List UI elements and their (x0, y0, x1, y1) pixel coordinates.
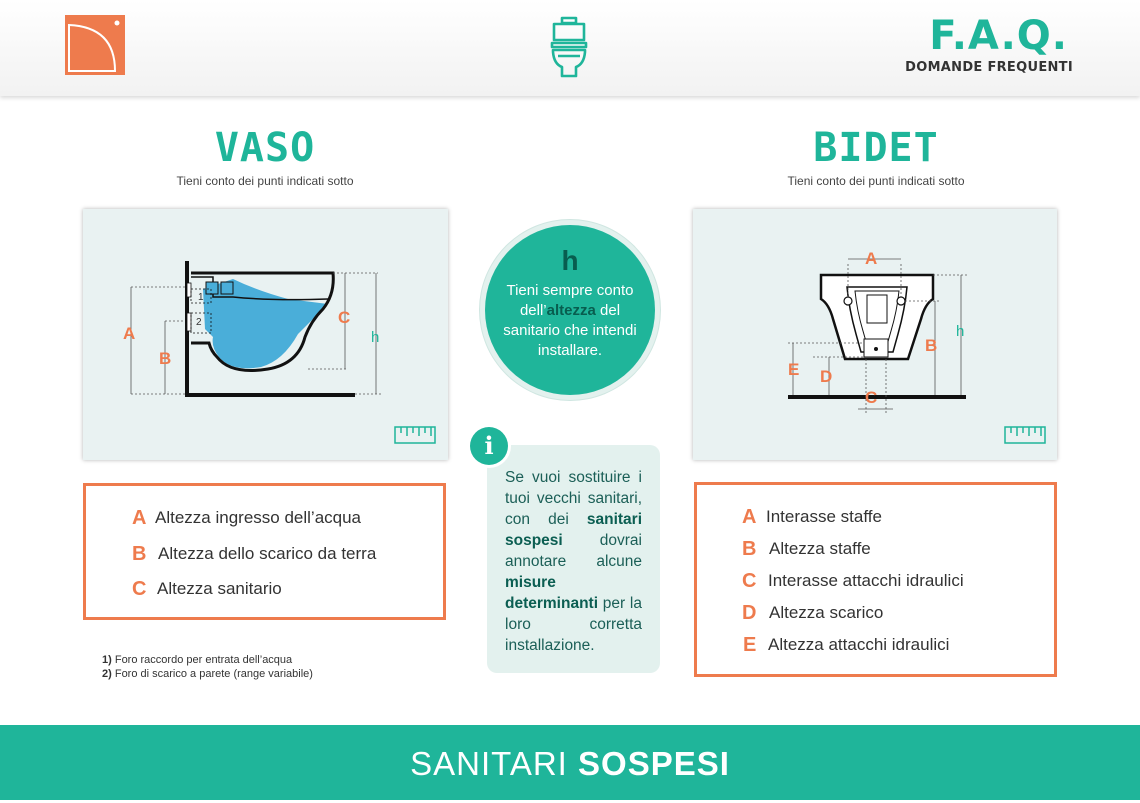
vaso-note-1: 1) Foro raccordo per entrata dell’acqua (102, 653, 292, 667)
legend-letter: C (132, 578, 147, 600)
legend-text: Interasse attacchi idraulici (768, 571, 964, 590)
bidet-label-d: D (820, 367, 832, 386)
quarter-circle-logo-icon (65, 15, 125, 75)
bidet-title: BIDET (813, 125, 939, 171)
legend-letter: A (132, 507, 147, 529)
legend-letter: B (132, 543, 147, 565)
info-text-part: per la loro corretta installazione. (505, 595, 642, 654)
info-text-part: dovrai annotare alcune (505, 532, 642, 570)
bidet-diagram: A B C D E h (693, 209, 1057, 460)
legend-letter: D (742, 602, 757, 624)
bidet-label-a: A (865, 249, 877, 268)
vaso-label-b: B (159, 349, 171, 368)
legend-text: Interasse staffe (766, 507, 882, 526)
legend-letter: C (742, 570, 757, 592)
legend-letter: A (742, 506, 757, 528)
toilet-icon (550, 16, 588, 78)
legend-text: Altezza sanitario (157, 579, 282, 598)
height-tip-circle: h Tieni sempre conto dell’altezza del sa… (485, 225, 655, 395)
footer-banner: SANITARI SOSPESI (0, 725, 1140, 800)
bidet-subtitle: Tieni conto dei punti indicati sotto (787, 174, 965, 188)
header: F.A.Q. DOMANDE FREQUENTI (0, 0, 1140, 96)
faq-title: F.A.Q. (929, 13, 1068, 59)
height-tip-text-part: del sanitario che intendi installare. (503, 302, 637, 359)
vaso-note-2: 2) Foro di scarico a parete (range varia… (102, 667, 313, 681)
ruler-icon (1004, 426, 1046, 444)
legend-text: Altezza scarico (769, 603, 884, 622)
legend-text: Altezza attacchi idraulici (768, 635, 950, 654)
legend-text: Altezza ingresso dell’acqua (155, 508, 362, 527)
hole-1-label: 1 (198, 292, 204, 303)
legend-text: Altezza dello scarico da terra (158, 544, 377, 563)
bidet-label-h: h (956, 323, 964, 340)
vaso-diagram: 1 2 A B C h (83, 209, 448, 460)
note-text: Foro di scarico a parete (range variabil… (114, 668, 313, 680)
legend-letter: B (742, 538, 757, 560)
height-tip-emphasis: altezza (546, 302, 596, 319)
legend-text: Altezza staffe (769, 539, 871, 558)
footer-title-bold: SOSPESI (578, 745, 730, 782)
height-tip-text: Tieni sempre conto dell’altezza del sani… (493, 281, 647, 361)
note-number: 1) (102, 654, 112, 666)
vaso-label-a: A (123, 324, 135, 343)
info-text: Se vuoi sostitu­ire i tuoi vecchi sanita… (505, 467, 642, 656)
note-text: Foro raccordo per entrata dell’acqua (114, 654, 293, 666)
faq-subtitle: DOMANDE FREQUENTI (905, 60, 1073, 75)
legend-letter: E (743, 634, 757, 656)
note-number: 2) (102, 668, 112, 680)
vaso-title: VASO (214, 125, 316, 171)
vaso-label-h: h (371, 329, 379, 346)
footer-title: SANITARI SOSPESI (0, 725, 1140, 803)
bidet-label-b: B (925, 336, 937, 355)
bidet-legend: A Interasse staffe B Altezza staffe C In… (694, 482, 1057, 677)
info-box: Se vuoi sostitu­ire i tuoi vecchi sanita… (487, 445, 660, 673)
bidet-front-drawing: A B C D E h (788, 249, 1046, 444)
vaso-legend: A Altezza ingresso dell’acqua B Altezza … (83, 483, 446, 620)
vaso-label-c: C (338, 308, 350, 327)
info-text-part: Se vuoi sostitu­ire i tuoi vecchi sanita… (505, 469, 642, 528)
bidet-label-c: C (865, 388, 877, 407)
ruler-icon (394, 426, 436, 444)
bidet-label-e: E (788, 360, 799, 379)
wall-toilet-drawing: 1 2 A B C h (123, 261, 436, 444)
vaso-subtitle: Tieni conto dei punti indicati sotto (176, 174, 354, 188)
hole-2-label: 2 (196, 317, 202, 328)
height-symbol: h (561, 245, 579, 276)
info-emphasis: sanitari sospesi (505, 511, 642, 549)
height-tip-text-part: Tieni sempre conto dell’ (506, 282, 634, 319)
info-icon: i (470, 427, 508, 465)
info-emphasis: misure determinanti (505, 574, 599, 612)
footer-title-light: SANITARI (410, 745, 579, 782)
